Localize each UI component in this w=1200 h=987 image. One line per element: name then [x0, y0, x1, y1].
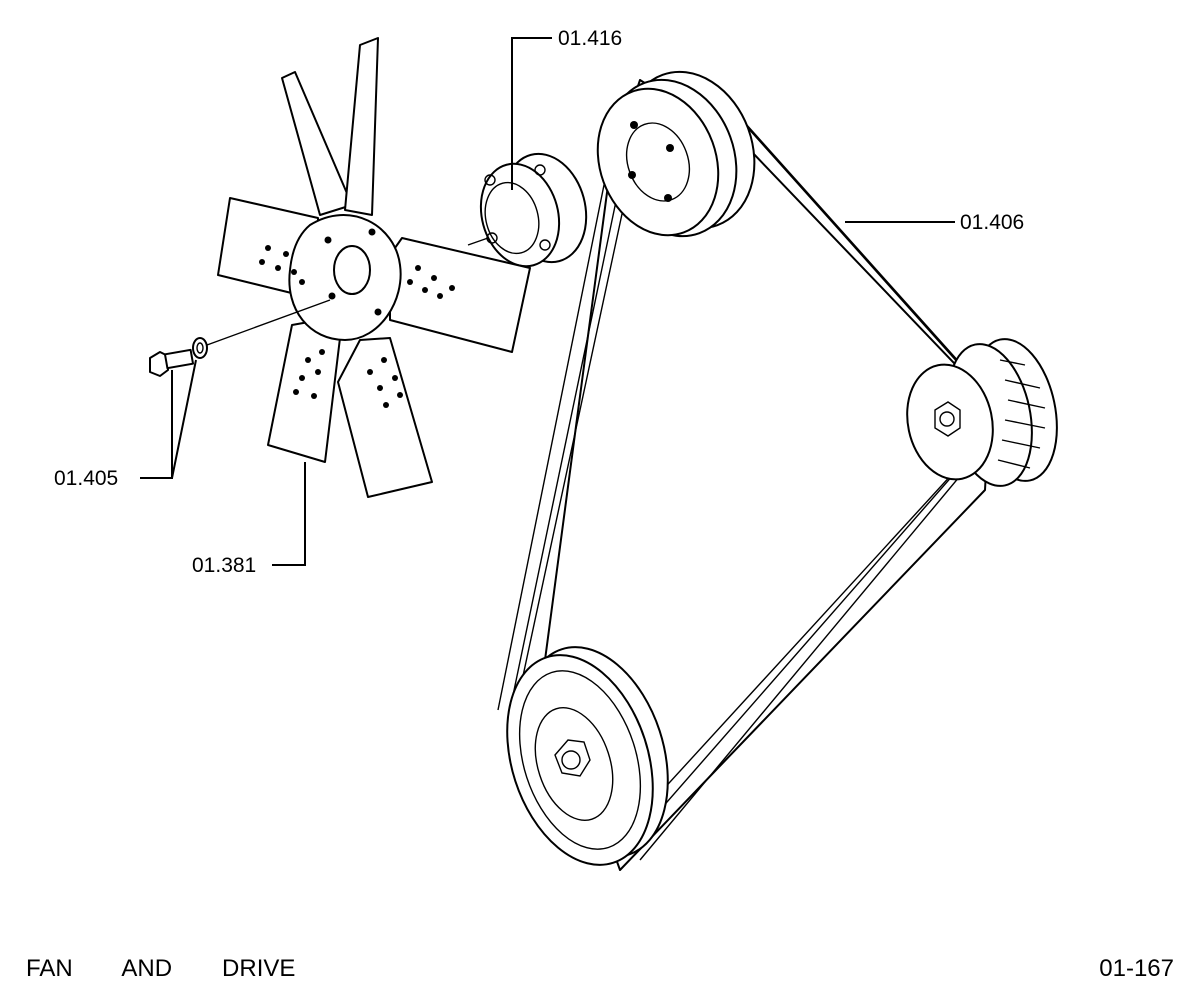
sheet-number: 01-167 [1099, 955, 1174, 982]
rivet-pattern [259, 245, 455, 408]
alternator-pulley [906, 338, 1058, 487]
callout-v-belt: 01.406 [960, 211, 1024, 234]
cooling-fan [217, 37, 531, 498]
callout-fan: 01.381 [192, 554, 256, 577]
callout-bolt-and-washer: 01.405 [54, 467, 118, 490]
crankshaft-pulley [506, 646, 669, 866]
pulley-spacer [467, 152, 588, 268]
page-title: FAN AND DRIVE [26, 955, 296, 982]
fan-drive-pulley [596, 70, 756, 238]
callout-pulley-spacer: 01.416 [558, 27, 622, 50]
bolt-and-washer [149, 299, 331, 377]
leader-lines [140, 37, 955, 566]
